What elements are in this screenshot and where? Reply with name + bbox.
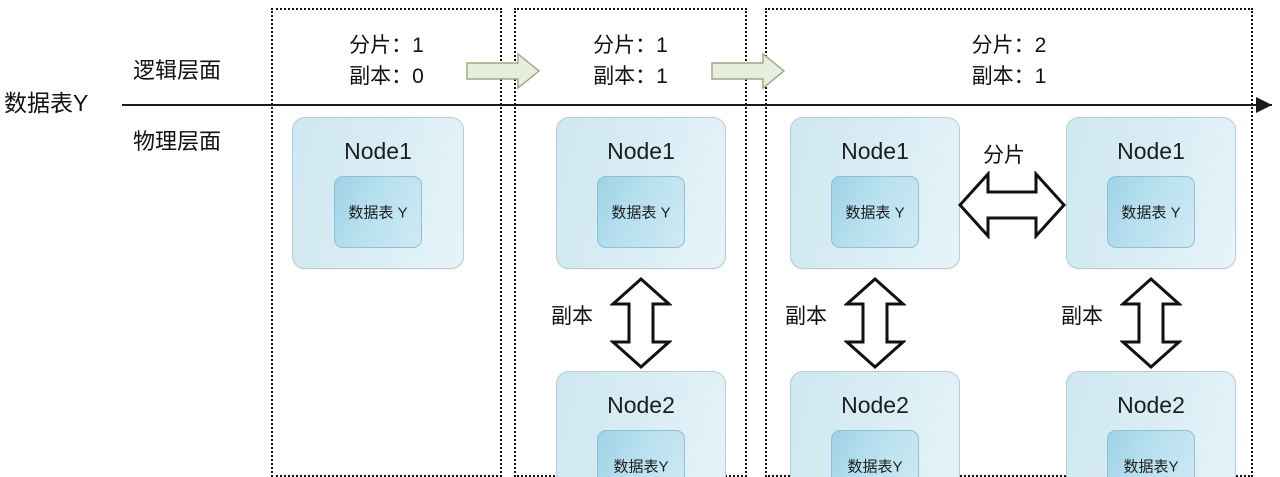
replica-relation-label: 副本 — [1061, 305, 1103, 328]
data-table-box[interactable]: 数据表 Y — [597, 176, 685, 248]
stage-panel-1 — [271, 8, 502, 477]
double-headed-vertical-arrow-icon — [609, 276, 673, 374]
data-table-box[interactable]: 数据表Y — [597, 430, 685, 477]
node-box[interactable]: Node1 数据表 Y — [292, 117, 464, 269]
arrow-right-icon — [1256, 97, 1272, 113]
double-headed-horizontal-arrow-icon — [957, 170, 1067, 244]
data-table-label: 数据表 Y — [348, 204, 408, 222]
logical-layer-label: 逻辑层面 — [133, 58, 222, 83]
node-title: Node1 — [344, 138, 412, 164]
node-box[interactable]: Node1 数据表 Y — [790, 117, 960, 269]
replica-relation-label: 副本 — [785, 305, 827, 328]
data-table-label: 数据表 Y — [845, 204, 905, 222]
replica-relation-label: 副本 — [551, 305, 593, 328]
data-table-box[interactable]: 数据表 Y — [1107, 176, 1195, 248]
timeline-axis — [122, 104, 1272, 106]
double-headed-vertical-arrow-icon — [1119, 276, 1183, 374]
node-box[interactable]: Node1 数据表 Y — [1066, 117, 1236, 269]
data-table-label: 数据表 Y — [611, 204, 671, 222]
data-table-label: 数据表Y — [613, 458, 669, 476]
node-box[interactable]: Node1 数据表 Y — [556, 117, 726, 269]
node-title: Node1 — [607, 138, 675, 164]
data-table-label: 数据表Y — [1123, 458, 1179, 476]
node-title: Node2 — [607, 392, 675, 418]
node-box[interactable]: Node2 数据表Y — [790, 371, 960, 477]
data-table-label: 数据表Y — [847, 458, 903, 476]
stage-2-shard-line: 分片：1 — [593, 34, 668, 57]
data-table-label: 数据表 Y — [1121, 204, 1181, 222]
node-title: Node2 — [1117, 392, 1185, 418]
stage-1-replica-line: 副本：0 — [349, 65, 424, 88]
node-title: Node2 — [841, 392, 909, 418]
green-block-arrow-icon — [711, 52, 786, 95]
stage-1-shard-line: 分片：1 — [349, 34, 424, 57]
stage-panel-3 — [765, 8, 1253, 477]
node-box[interactable]: Node2 数据表Y — [556, 371, 726, 477]
data-table-axis-label: 数据表Y — [4, 90, 89, 116]
data-table-box[interactable]: 数据表Y — [1107, 430, 1195, 477]
green-block-arrow-icon — [466, 52, 541, 95]
stage-2-caption: 分片：1 副本：1 — [514, 30, 747, 92]
stage-2-replica-line: 副本：1 — [593, 65, 668, 88]
node-title: Node1 — [841, 138, 909, 164]
double-headed-vertical-arrow-icon — [843, 276, 907, 374]
stage-3-caption: 分片：2 副本：1 — [765, 30, 1253, 92]
physical-layer-label: 物理层面 — [133, 129, 222, 154]
node-title: Node1 — [1117, 138, 1185, 164]
data-table-box[interactable]: 数据表Y — [831, 430, 919, 477]
stage-3-shard-line: 分片：2 — [971, 34, 1047, 57]
shard-relation-label: 分片 — [983, 144, 1025, 167]
stage-3-replica-line: 副本：1 — [971, 65, 1047, 88]
stage-1-caption: 分片：1 副本：0 — [271, 30, 502, 92]
data-table-box[interactable]: 数据表 Y — [334, 176, 422, 248]
node-box[interactable]: Node2 数据表Y — [1066, 371, 1236, 477]
data-table-box[interactable]: 数据表 Y — [831, 176, 919, 248]
